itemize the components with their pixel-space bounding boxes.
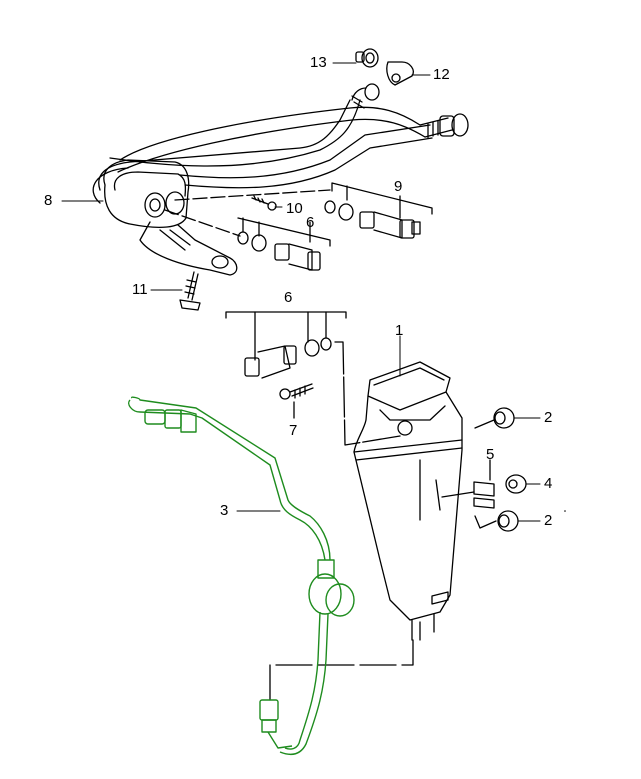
bracket-holder-8 <box>103 159 238 276</box>
vent-line-3 <box>128 396 355 756</box>
grommet-2-upper <box>474 407 515 429</box>
elbow-12 <box>386 61 414 86</box>
callout-9: 9 <box>394 178 403 195</box>
valve-6-lower <box>225 311 347 379</box>
callout-2-lower: 2 <box>544 512 553 529</box>
callout-8: 8 <box>44 192 53 209</box>
solenoid-valve-9 <box>324 182 433 239</box>
artifact-dot <box>564 510 566 512</box>
callout-7: 7 <box>289 422 298 439</box>
callout-3: 3 <box>220 502 229 519</box>
bolt-11 <box>179 271 201 311</box>
upper-pipe-loop <box>92 99 433 204</box>
pipe-connector-upper <box>351 83 380 109</box>
callout-6-lower: 6 <box>284 289 293 306</box>
callout-4: 4 <box>544 475 553 492</box>
callout-2-upper: 2 <box>544 409 553 426</box>
clip-5 <box>441 459 495 509</box>
callout-12: 12 <box>433 66 450 83</box>
leader-dashes-mid <box>334 341 401 446</box>
callout-6-upper: 6 <box>306 214 315 231</box>
callout-11: 11 <box>132 281 148 298</box>
nut-4 <box>505 474 527 494</box>
screw-7 <box>279 383 314 419</box>
charcoal-canister-1 <box>353 361 463 641</box>
callout-5: 5 <box>486 446 495 463</box>
callout-13: 13 <box>310 54 327 71</box>
callout-10: 10 <box>286 200 303 217</box>
valve-6-upper <box>237 217 331 271</box>
callout-1: 1 <box>395 322 404 339</box>
fitting-13 <box>355 48 379 68</box>
leader-dashes-lower <box>269 639 414 701</box>
grommet-2-lower <box>474 510 519 532</box>
callout-leaders <box>61 62 541 522</box>
leader-dashes-upper <box>164 189 331 237</box>
pipe-connector-right <box>419 113 469 139</box>
screw-10 <box>251 195 277 211</box>
